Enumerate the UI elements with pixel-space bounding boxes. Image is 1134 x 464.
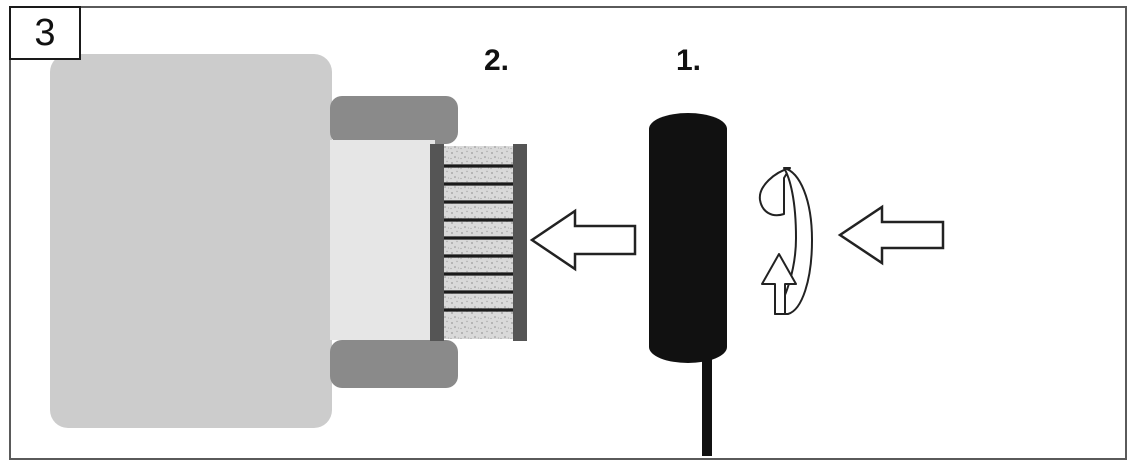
pad-filter bbox=[444, 146, 513, 339]
step-number-badge: 3 bbox=[9, 6, 81, 60]
rotation-icon bbox=[758, 167, 813, 315]
pad-bar-right bbox=[513, 144, 527, 341]
pad-assembly bbox=[430, 144, 527, 341]
pad-bar-left bbox=[430, 144, 444, 341]
label-pad: 2. bbox=[484, 44, 510, 77]
hub-cap-bottom bbox=[330, 340, 458, 388]
machine-body bbox=[50, 54, 332, 428]
arrow-left-icon bbox=[837, 204, 945, 266]
pad-slats bbox=[444, 164, 513, 312]
label-brush: 1. bbox=[676, 44, 702, 77]
brush-handle bbox=[702, 322, 712, 456]
hub bbox=[330, 140, 435, 340]
arrow-left-icon bbox=[529, 208, 637, 272]
hub-cap-top bbox=[330, 96, 458, 144]
brush-cylinder bbox=[649, 113, 727, 363]
